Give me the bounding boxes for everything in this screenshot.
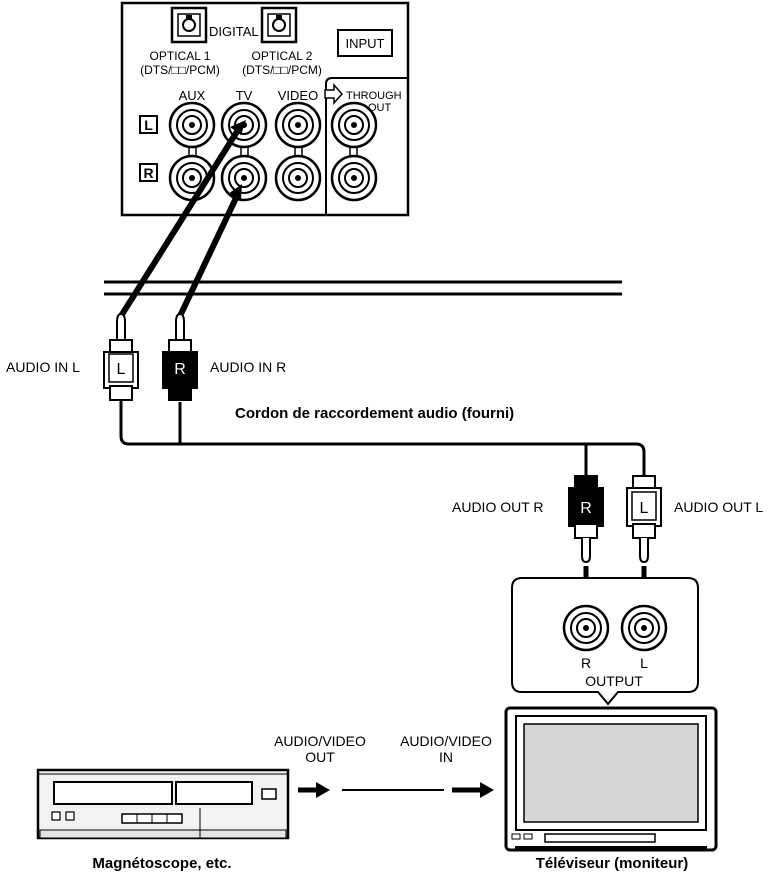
optical1-label: OPTICAL 1	[150, 49, 211, 63]
plug-out-l-letter: L	[640, 500, 649, 517]
cable-caption: Cordon de raccordement audio (fourni)	[235, 405, 514, 422]
audio-in-r-label: AUDIO IN R	[210, 359, 286, 375]
plug-out-r-icon: R	[568, 475, 604, 564]
through-arrow-icon	[324, 83, 344, 105]
output-label: OUTPUT	[585, 673, 643, 689]
arrow-right-icon	[298, 782, 494, 798]
aux-label: AUX	[179, 88, 206, 103]
tv-output-callout: R L OUTPUT	[511, 577, 699, 706]
plug-out-l-icon: L	[626, 475, 662, 564]
tv-icon	[504, 706, 718, 852]
digital-label: DIGITAL	[209, 24, 259, 39]
audio-out-r-label: AUDIO OUT R	[452, 499, 544, 515]
av-in-line1: AUDIO/VIDEO	[400, 733, 492, 749]
optical1-formats: (DTS/□□/PCM)	[140, 63, 220, 77]
vcr-caption: Magnétoscope, etc.	[92, 855, 231, 872]
plug-in-r-icon: R	[162, 312, 198, 401]
left-channel-badge: L	[144, 117, 153, 133]
through-r-jack-icon	[330, 154, 378, 202]
video-r-jack-icon	[274, 154, 322, 202]
video-l-jack-icon	[274, 101, 322, 149]
output-r-jack-icon	[562, 604, 610, 652]
right-channel-badge: R	[143, 165, 153, 181]
audio-out-l-label: AUDIO OUT L	[674, 499, 763, 515]
vcr-icon	[36, 768, 290, 840]
section-separator	[104, 280, 622, 296]
optical2-formats: (DTS/□□/PCM)	[242, 63, 322, 77]
through-label: THROUGH	[346, 90, 402, 102]
input-label: INPUT	[346, 36, 385, 51]
output-r-label: R	[581, 655, 591, 671]
receiver-rear-panel: DIGITAL OPTICAL 1 (DTS/□□/PCM) OPTICAL 2…	[120, 1, 410, 217]
av-link: AUDIO/VIDEO OUT AUDIO/VIDEO IN	[274, 733, 494, 798]
tv-r-jack-icon	[220, 154, 268, 202]
plug-in-r-letter: R	[174, 361, 186, 378]
tv-label: TV	[236, 88, 253, 103]
tv-caption: Téléviseur (moniteur)	[536, 855, 689, 872]
plug-in-l-letter: L	[117, 361, 126, 378]
aux-l-jack-icon	[168, 101, 216, 149]
optical2-port-icon	[260, 6, 298, 44]
plug-out-r-letter: R	[580, 500, 592, 517]
av-in-line2: IN	[439, 749, 453, 765]
input-box	[337, 29, 393, 57]
optical2-label: OPTICAL 2	[252, 49, 313, 63]
video-label: VIDEO	[278, 88, 318, 103]
optical1-port-icon	[170, 6, 208, 44]
av-out-line2: OUT	[305, 749, 335, 765]
plug-in-l-icon: L	[103, 312, 139, 401]
audio-in-l-label: AUDIO IN L	[6, 359, 80, 375]
through-l-jack-icon	[330, 101, 378, 149]
av-out-line1: AUDIO/VIDEO	[274, 733, 366, 749]
out-label: OUT	[368, 102, 392, 114]
output-l-jack-icon	[620, 604, 668, 652]
output-l-label: L	[640, 655, 648, 671]
